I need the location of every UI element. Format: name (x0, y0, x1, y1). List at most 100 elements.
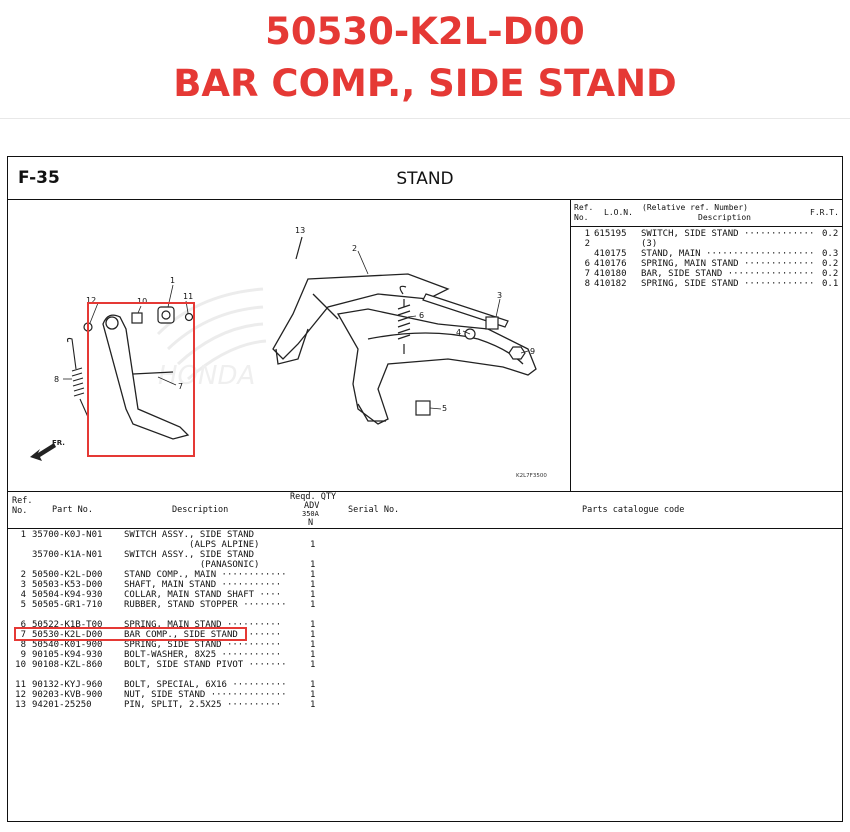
part-number: 90108-KZL-860 (32, 660, 103, 670)
part-description: BOLT-WASHER, 8X25 ··········· (124, 650, 282, 660)
part-number: 35700-K1A-N01 (32, 550, 103, 560)
main-stand-shaft-drawing (422, 293, 509, 330)
callout-4: 4 (456, 328, 461, 337)
callout-leaders (63, 250, 529, 410)
part-number: 90132-KYJ-960 (32, 680, 103, 690)
required-qty: 1 (310, 660, 316, 670)
callout-9: 9 (530, 347, 535, 356)
row-highlight-box (14, 627, 247, 641)
callout-2: 2 (352, 244, 357, 253)
ref-no: 4 (20, 590, 26, 600)
part-highlight-box (87, 302, 195, 457)
part-number: 50505-GR1-710 (32, 600, 103, 610)
part-description: SWITCH ASSY., SIDE STAND (124, 550, 255, 560)
ref-no: 7 (20, 630, 26, 640)
frt-desc: (3) (641, 239, 658, 249)
part-number: 50530-K2L-D00 (32, 630, 103, 640)
main-stand-spring-drawing (397, 285, 411, 354)
col-ref-no: Ref. No. (12, 496, 33, 516)
frt-time: 0.2 (822, 229, 839, 239)
frt-time: 0.1 (822, 279, 839, 289)
part-description: BOLT, SPECIAL, 6X16 ·········· (124, 680, 287, 690)
part-description: (ALPS ALPINE) (124, 540, 260, 550)
ref-no: 13 (15, 700, 26, 710)
required-qty: 1 (310, 700, 316, 710)
part-description: PIN, SPLIT, 2.5X25 ·········· (124, 700, 282, 710)
ref-no: 5 (20, 600, 26, 610)
frt-ref: 1 (584, 229, 590, 239)
ref-no: 10 (15, 660, 26, 670)
forward-arrow-icon: FR. (30, 439, 65, 461)
callout-6: 6 (419, 311, 424, 320)
parts-list: Ref. No. Part No. Description Reqd. QTY … (8, 491, 842, 822)
part-name-heading: BAR COMP., SIDE STAND (173, 62, 677, 105)
col-model-350a: 350A (302, 510, 319, 518)
frt-time: 0.2 (822, 259, 839, 269)
part-description: (PANASONIC) (124, 560, 260, 570)
part-number: 50522-K1B-T00 (32, 620, 103, 630)
svg-text:FR.: FR. (52, 439, 65, 447)
exploded-diagram: HONDA (8, 199, 571, 491)
figure-title: STAND (396, 169, 454, 189)
part-description: BAR COMP., SIDE STAND ······· (124, 630, 282, 640)
callout-8: 8 (54, 375, 59, 384)
required-qty: 1 (310, 680, 316, 690)
frt-lon: 410176 (594, 259, 627, 269)
table-row: 35700-K1A-N01 SWITCH ASSY., SIDE STAND (8, 550, 842, 560)
col-catalogue-code: Parts catalogue code (582, 505, 685, 515)
required-qty: 1 (310, 640, 316, 650)
callout-13: 13 (295, 226, 305, 235)
frt-ref: 7 (584, 269, 590, 279)
part-description: SPRING, SIDE STAND ·········· (124, 640, 282, 650)
col-reqd-qty: Reqd. QTY (290, 492, 337, 502)
required-qty: 1 (310, 650, 316, 660)
required-qty: 1 (310, 560, 316, 570)
svg-text:HONDA: HONDA (158, 361, 255, 391)
frt-desc: STAND, MAIN ···················· (641, 249, 815, 259)
header-divider (0, 118, 850, 119)
diagram-code: K2L7F3500 (516, 473, 547, 479)
part-description: RUBBER, STAND STOPPER ········ (124, 600, 287, 610)
frt-ref-header: Ref. No. (574, 203, 594, 222)
part-number: 94201-25250 (32, 700, 92, 710)
required-qty: 1 (310, 600, 316, 610)
required-qty: 1 (310, 590, 316, 600)
frt-lon: 615195 (594, 229, 627, 239)
required-qty: 1 (310, 570, 316, 580)
figure-title-bar: F-35 STAND (8, 157, 842, 200)
part-number: 50500-K2L-D00 (32, 570, 103, 580)
col-serial-no: Serial No. (348, 505, 400, 515)
frt-ref: 8 (584, 279, 590, 289)
ref-no: 2 (20, 570, 26, 580)
col-part-no: Part No. (52, 505, 93, 515)
required-qty: 1 (310, 540, 316, 550)
required-qty: 1 (310, 630, 316, 640)
catalogue-sheet: F-35 STAND HONDA (7, 156, 843, 822)
ref-no: 11 (15, 680, 26, 690)
part-number: 90105-K94-930 (32, 650, 103, 660)
frt-header-rule (570, 226, 842, 227)
part-number: 50540-K01-900 (32, 640, 103, 650)
ref-no: 6 (20, 620, 26, 630)
flat-rate-table: Ref. No. L.O.N. (Relative ref. Number) D… (570, 199, 842, 491)
ref-no: 3 (20, 580, 26, 590)
part-description: SPRING, MAIN STAND ·········· (124, 620, 282, 630)
frt-lon: 410182 (594, 279, 627, 289)
part-number-heading: 50530-K2L-D00 (265, 10, 585, 53)
callout-5: 5 (442, 404, 447, 413)
frt-desc: SPRING, SIDE STAND ············· (641, 279, 815, 289)
callout-11: 11 (183, 292, 193, 301)
frt-ref: 6 (584, 259, 590, 269)
col-description: Description (172, 505, 229, 515)
part-number: 50504-K94-930 (32, 590, 103, 600)
table-row: (PANASONIC) 1 (8, 560, 842, 570)
frt-desc: SWITCH, SIDE STAND ············· (641, 229, 815, 239)
frt-desc: BAR, SIDE STAND ················ (641, 269, 815, 279)
callout-3: 3 (497, 291, 502, 300)
